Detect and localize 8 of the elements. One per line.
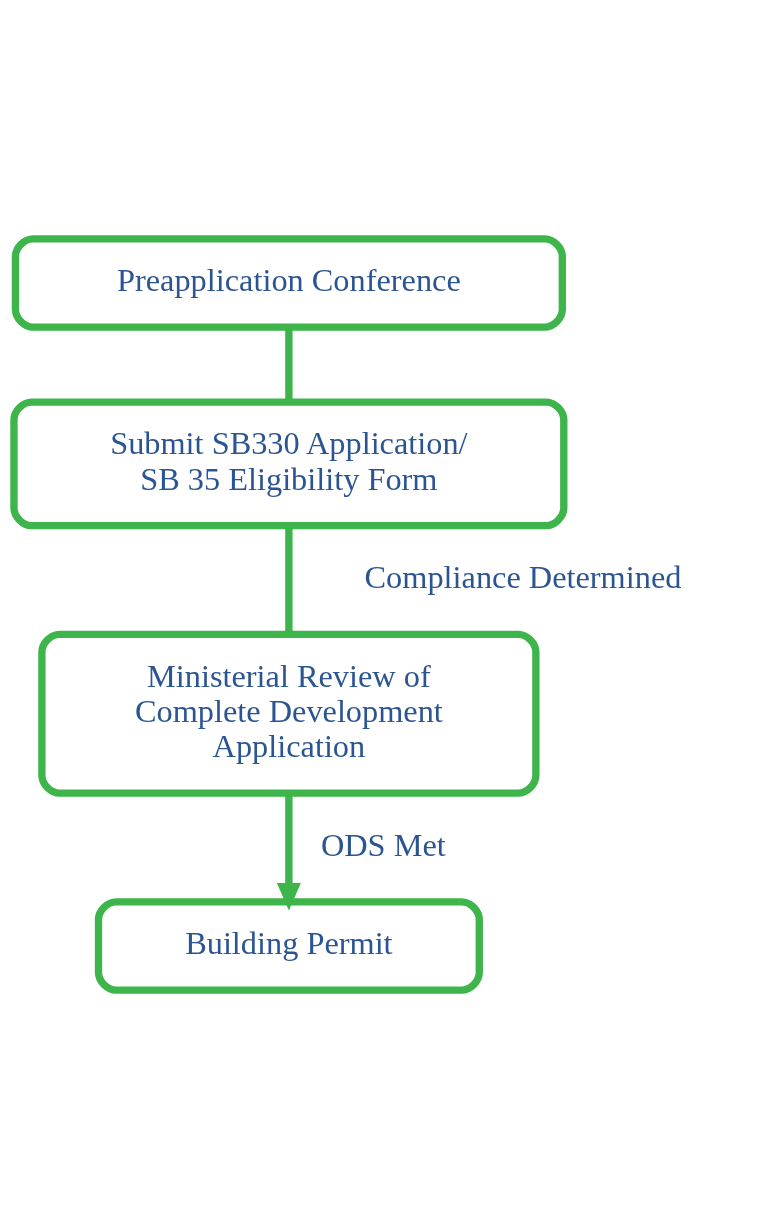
arrow <box>276 793 301 911</box>
edge-label: Compliance Determined <box>364 559 682 596</box>
connector <box>285 327 293 402</box>
node-box: Submit SB330 Application/ SB 35 Eligibility Form <box>10 398 568 530</box>
node-box: Building Permit <box>94 898 483 994</box>
edge-label: ODS Met <box>320 826 446 863</box>
node-box: Ministerial Review of Complete Development Application <box>38 630 540 797</box>
node-box: Preapplication Conference <box>11 235 566 331</box>
